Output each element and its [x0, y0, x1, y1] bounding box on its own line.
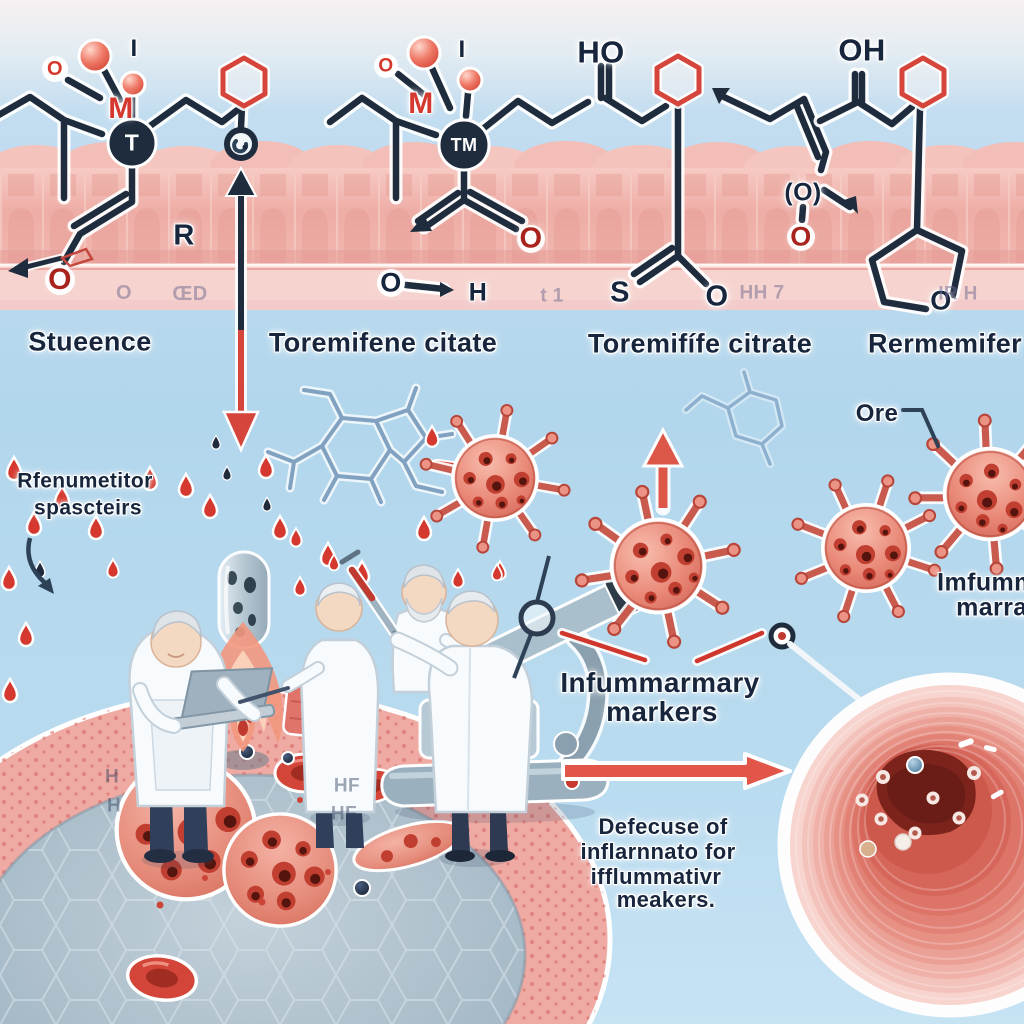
panel-label-3: Toremifífe citrate: [587, 328, 813, 359]
atom-t-1: T: [124, 129, 140, 156]
ore-label: Ore: [855, 400, 899, 427]
drug-capsule: [217, 550, 271, 650]
red-sphere: [119, 70, 147, 98]
scientist-back: [238, 582, 380, 848]
magnifier-ring: [518, 599, 556, 637]
faint-band-glyph-2: ŒD: [172, 283, 208, 305]
caption-line4: meakers.: [616, 887, 716, 912]
probe-stick: [238, 686, 290, 704]
left-note-line2: spascteirs: [34, 496, 142, 520]
red-specks: [156, 755, 348, 909]
faint-dish-glyph-4: HF: [330, 803, 358, 825]
small-arrowhead: [410, 215, 432, 232]
left-black-arrow: [8, 247, 94, 278]
faint-dish-glyph-2: H: [106, 795, 122, 817]
caption-line2: inflarnnato for: [580, 839, 736, 864]
red-right-arrow: [561, 752, 792, 790]
tissue-band: [0, 141, 1024, 310]
atom-o-badge-2: O: [378, 55, 394, 77]
red-down-arrow: [222, 330, 260, 454]
small-arrowhead: [712, 88, 730, 104]
chemical-structure-panel-3: [601, 56, 826, 284]
atom-i-tick-1: I: [130, 35, 138, 62]
atom-o-red-3: O: [790, 221, 812, 252]
atom-r-1: R: [173, 219, 195, 252]
atom-ho-3: HO: [577, 34, 625, 70]
atom-o-paren-3: (O): [784, 178, 822, 207]
magnified-tissue-circle: [777, 672, 1024, 1018]
scientist-syringe: [339, 549, 534, 867]
ring-symbol: [224, 127, 258, 161]
atom-o-bottom-1: O: [48, 263, 72, 296]
red-up-arrow: [641, 426, 685, 516]
faint-dish-glyph-3: HF: [333, 775, 361, 797]
atom-o-red-2: O: [519, 222, 543, 255]
ore-bracket: [901, 408, 940, 448]
beard: [405, 597, 443, 623]
lumen-particles: [855, 738, 1004, 858]
atom-i-tick-2: I: [458, 36, 466, 63]
atom-o-black-2: O: [380, 267, 402, 298]
atom-o-3: O: [705, 280, 729, 313]
left-note-arrow: [26, 537, 52, 590]
atom-tm-2: TM: [450, 135, 478, 155]
red-sphere: [406, 35, 442, 71]
faint-band-glyph-4: HH 7: [739, 282, 785, 304]
small-arrowhead: [440, 282, 454, 297]
markers-line2: markers: [606, 696, 718, 727]
faint-molecule-2: [682, 368, 786, 468]
atom-circle-T: [106, 117, 158, 169]
chemical-structure-panel-2: [330, 35, 588, 297]
atom-h-2: H: [468, 278, 488, 307]
caption-line3: ifflummativr: [590, 864, 722, 889]
faint-dish-glyph-1: H: [104, 766, 120, 788]
panel-label-1: Stueence: [28, 326, 152, 357]
faint-band-glyph-3: t 1: [540, 285, 564, 307]
atom-o-4: O: [930, 285, 952, 316]
up-arrow: [224, 165, 258, 330]
atom-s-3: S: [610, 276, 630, 309]
panel-label-2: Toremifene citate: [268, 327, 498, 358]
atom-o-badge-1: O: [47, 58, 63, 80]
callout-lines: [26, 408, 940, 711]
chemical-structure-panel-1: [0, 38, 265, 454]
chemical-structure-panel-4: [820, 58, 962, 309]
atom-circle-TM: [437, 118, 491, 172]
panel-label-4: Rermemifer: [867, 328, 1023, 359]
markers-line1: Infummarmary: [560, 667, 760, 698]
faint-band-glyph-1: O: [116, 282, 132, 304]
red-sphere: [77, 38, 113, 74]
faint-band-glyph-5: IR H: [938, 283, 978, 305]
tissue-substrip: [0, 264, 1024, 310]
red-sphere: [456, 66, 484, 94]
atom-oh-4: OH: [838, 32, 886, 68]
right-note-line2: marras: [956, 593, 1024, 622]
left-note-line1: Rfenumetitor: [17, 469, 153, 493]
caption-line1: Defecuse of: [598, 814, 728, 839]
small-arrowhead: [844, 196, 858, 214]
atom-m-1: M: [108, 92, 134, 125]
atom-m-2: M: [408, 87, 434, 120]
